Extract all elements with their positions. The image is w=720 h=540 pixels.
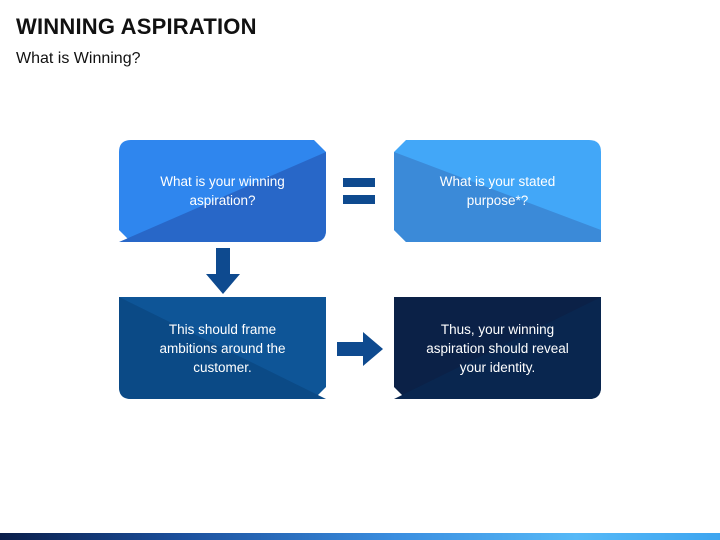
box-text: Thus, your winning aspiration should rev… [426,321,569,375]
box-winning-aspiration: What is your winning aspiration? [119,140,326,242]
box-text: What is your stated purpose*? [439,174,556,208]
box-frame-ambitions: This should frame ambitions around the c… [119,297,326,399]
box-shape [119,140,326,242]
box-shape [394,297,601,399]
box-text: What is your winning aspiration? [160,174,285,208]
arrow-down-icon [206,248,240,294]
box-shape [119,297,326,399]
equals-icon [343,178,375,204]
page-subtitle: What is Winning? [16,50,141,67]
box-shape [394,140,601,242]
box-stated-purpose: What is your stated purpose*? [394,140,601,242]
box-text: This should frame ambitions around the c… [159,321,286,375]
footer-gradient-bar [0,533,720,540]
box-reveal-identity: Thus, your winning aspiration should rev… [394,297,601,399]
arrow-right-icon [337,332,383,366]
page-title: WINNING ASPIRATION [16,14,257,39]
